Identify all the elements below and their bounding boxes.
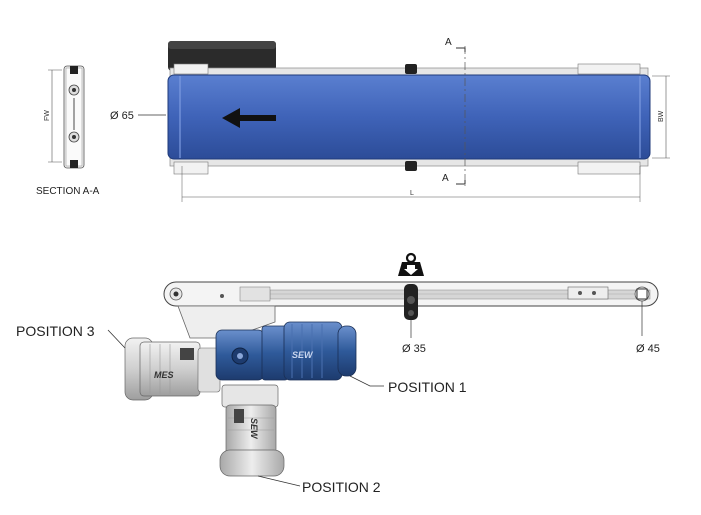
end-roller-label: Ø 45 <box>636 343 660 355</box>
middle-roller-label: Ø 35 <box>402 343 426 355</box>
belt-diameter-label: Ø 65 <box>110 110 134 122</box>
section-title: SECTION A-A <box>36 186 100 197</box>
section-mark-top: A <box>445 37 452 48</box>
width-dimension-label: BW <box>658 110 665 122</box>
position-1-motor: SEW <box>215 321 357 381</box>
position-2-motor: SEW <box>219 384 285 477</box>
position-2-brand: SEW <box>249 418 259 440</box>
length-dimension-label: L <box>410 190 414 197</box>
conveyor-belt <box>167 74 651 160</box>
side-view: Ø 35 Ø 45 MES POSITION 3 SEW POSITION <box>16 252 660 495</box>
top-view: A A Ø 65 BW L <box>110 37 670 202</box>
direction-arrow-icon <box>222 108 276 128</box>
section-width-dimension: FW <box>44 110 51 121</box>
weight-icon <box>398 252 424 276</box>
position-2-label: POSITION 2 <box>302 479 381 495</box>
position-3-motor: MES <box>124 337 221 401</box>
position-1-brand: SEW <box>292 350 314 360</box>
position-3-label: POSITION 3 <box>16 323 95 339</box>
section-a-a-view: FW SECTION A-A <box>36 65 100 197</box>
section-mark-bottom: A <box>442 173 449 184</box>
position-3-brand: MES <box>154 370 174 380</box>
position-1-label: POSITION 1 <box>388 379 467 395</box>
